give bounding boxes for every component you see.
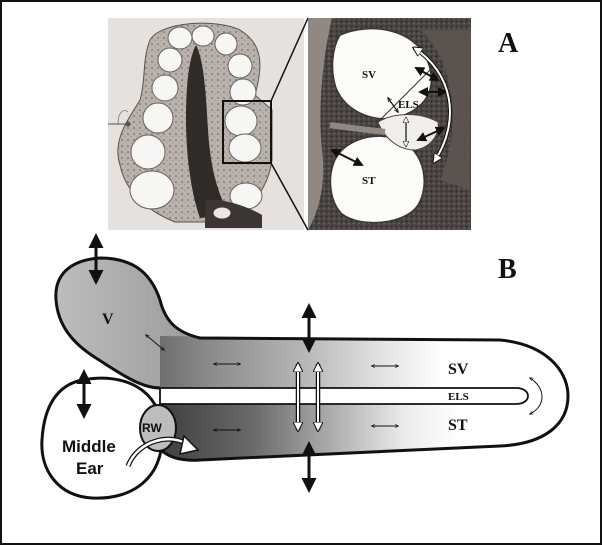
schematic-scala-vestibuli [160,336,562,388]
panel-letter-a: A [498,28,519,59]
schematic-label-st: ST [448,417,468,434]
schematic-label-v: V [102,311,114,328]
schematic-label-middle: Middle [62,437,116,456]
zoom-line-bottom [270,162,309,231]
micrograph-label-els: ELS [398,99,419,111]
schematic-label-sv: SV [448,361,469,378]
schematic-endolymphatic-space [159,387,529,405]
schematic-scala-tympani [150,404,562,461]
schematic-thin-arrows [146,335,543,430]
schematic-middle-ear [40,376,164,500]
micrograph-magnified-turn [308,18,471,230]
zoom-box [222,100,272,164]
schematic-hollow-arrows [298,364,318,430]
micrograph-cochlea-overview [108,18,304,230]
zoom-line-top [270,17,309,102]
micrograph-label-sv: SV [362,69,376,81]
panel-letter-b: B [498,254,517,285]
schematic-label-ear: Ear [76,459,104,478]
micrograph-flow-arrows [330,46,453,166]
schematic-label-els: ELS [448,391,469,403]
micrograph-label-st: ST [362,175,376,187]
schematic-label-rw: RW [142,421,162,435]
schematic-bold-arrows [76,233,317,493]
